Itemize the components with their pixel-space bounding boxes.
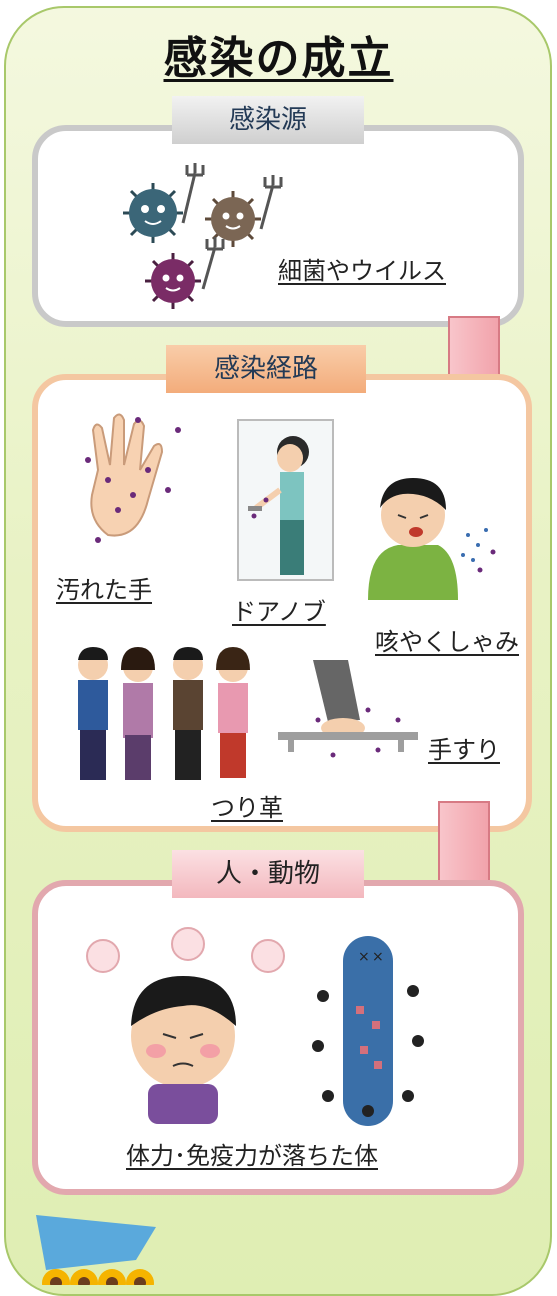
label-handrail: 手すり xyxy=(428,736,500,764)
tag-infection-source: 感染源 xyxy=(172,96,364,144)
route-illustrations xyxy=(78,413,496,780)
stage-source-panel: 細菌やウイルス xyxy=(32,125,524,327)
germ-brown xyxy=(205,175,283,247)
germ-teal xyxy=(123,163,205,243)
tag-host: 人・動物 xyxy=(172,850,364,898)
label-cough-sneeze: 咳やくしゃみ xyxy=(375,628,519,656)
sick-person-illustration xyxy=(86,927,285,1124)
sunflower-decoration-icon xyxy=(36,1215,156,1285)
stage-host-panel: × × 体力･免疫力が落ちた体 xyxy=(32,880,524,1195)
germ-purple xyxy=(145,237,225,309)
stage-route-panel: 汚れた手 ドアノブ 咳やくしゃみ つり革 手すり xyxy=(32,374,532,832)
host-illustrations: × × xyxy=(86,927,424,1126)
sneezing-boy-illustration xyxy=(368,478,496,600)
doorknob-illustration xyxy=(237,419,334,581)
diagram-title: 感染の成立 xyxy=(163,33,394,84)
svg-text:×: × xyxy=(358,949,370,965)
strap-commuters-illustration xyxy=(78,647,250,780)
germ-illustration xyxy=(123,163,283,309)
dirty-hand-illustration xyxy=(85,413,181,543)
label-strap: つり革 xyxy=(211,794,283,822)
label-weakened-body: 体力･免疫力が落ちた体 xyxy=(126,1142,378,1170)
label-dirty-hands: 汚れた手 xyxy=(56,576,152,604)
svg-text:×: × xyxy=(372,949,384,965)
label-germs-viruses: 細菌やウイルス xyxy=(278,257,446,285)
label-doorknob: ドアノブ xyxy=(232,598,326,626)
tag-infection-route: 感染経路 xyxy=(166,345,366,393)
weak-body-illustration: × × xyxy=(312,936,424,1126)
handrail-illustration xyxy=(278,660,418,758)
